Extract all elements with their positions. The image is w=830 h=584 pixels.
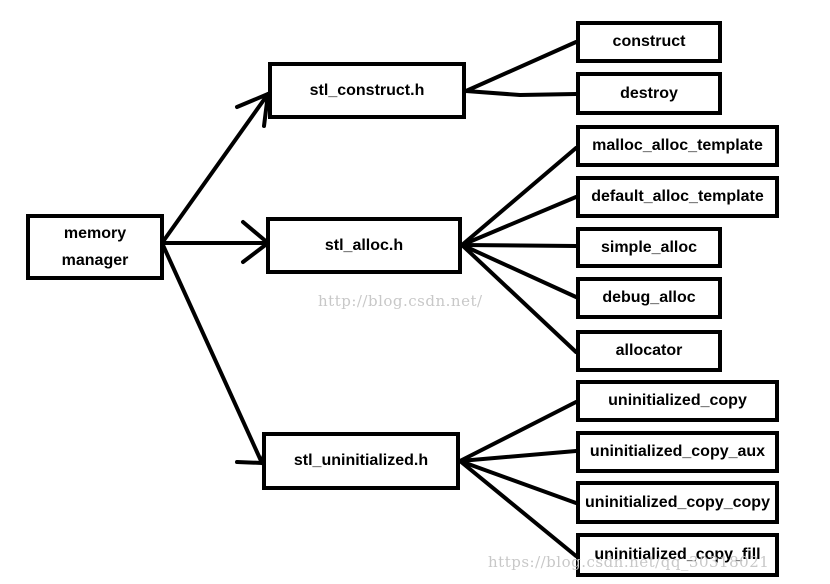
memory-manager-label-line1: memory: [63, 225, 127, 242]
memory-manager-label-line2: manager: [61, 252, 129, 269]
stl-alloc-h-node: stl_alloc.h: [266, 217, 462, 274]
root-to-alloc-arrow: [160, 220, 270, 264]
stl-construct-h-node: stl_construct.h: [268, 62, 466, 119]
allocator-node: allocator: [576, 330, 722, 372]
root-to-construct-arrow: [160, 92, 270, 245]
uninitialized-copy-node: uninitialized_copy: [576, 380, 779, 422]
simple-alloc-node: simple_alloc: [576, 227, 722, 268]
uninitialized-copy-aux-node: uninitialized_copy_aux: [576, 431, 779, 473]
uninitialized-copy-fill-node: uninitialized_copy_fill: [576, 533, 779, 577]
root-to-uninitialized-arrow: [160, 241, 270, 465]
uninitialized-fanout-lines: [458, 400, 578, 558]
construct-node: construct: [576, 21, 722, 63]
watermark-center: http://blog.csdn.net/: [318, 292, 483, 310]
alloc-fanout-lines: [460, 146, 578, 354]
uninitialized-copy-copy-node: uninitialized_copy_copy: [576, 481, 779, 524]
malloc-alloc-template-node: malloc_alloc_template: [576, 125, 779, 167]
construct-fanout-lines: [464, 40, 578, 97]
debug-alloc-node: debug_alloc: [576, 277, 722, 319]
memory-manager-node: memory manager: [26, 214, 164, 280]
default-alloc-template-node: default_alloc_template: [576, 176, 779, 218]
watermark-bottom: https://blog.csdn.net/qq_30318021: [488, 553, 770, 571]
stl-uninitialized-h-node: stl_uninitialized.h: [262, 432, 460, 490]
destroy-node: destroy: [576, 72, 722, 115]
